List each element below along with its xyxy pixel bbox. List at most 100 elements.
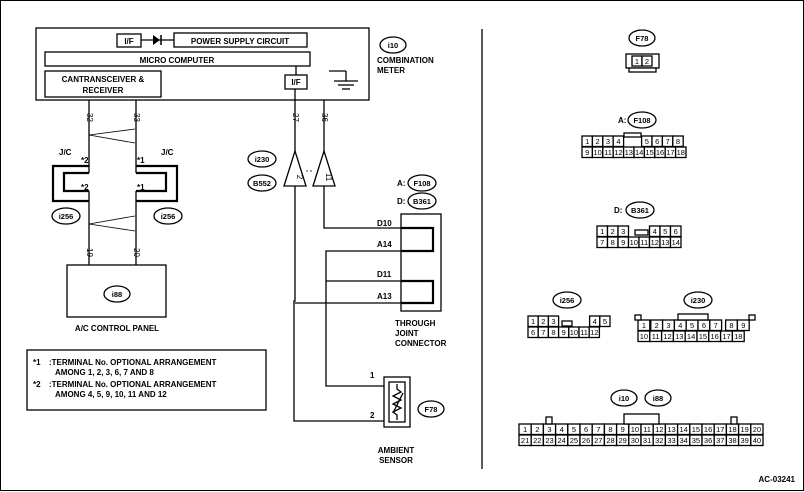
f78-ref: F78 [425, 405, 438, 414]
i10_i88-pin-9: 9 [621, 425, 625, 434]
thermistor-arrow [392, 392, 404, 414]
f108-ref: F108 [413, 179, 430, 188]
i256-pin-12-cell [588, 326, 601, 339]
f108-pin-15: 15 [645, 148, 653, 157]
i10_i88-pin-37: 37 [716, 436, 724, 445]
i10_i88-pin-39: 39 [741, 436, 749, 445]
b361-pin-5: 5 [663, 227, 667, 236]
f108-pin-18-cell [674, 146, 687, 159]
f78-ref-bubble [417, 400, 445, 418]
i256-pin-12: 12 [590, 328, 598, 337]
diagram-code: AC-03241 [759, 475, 796, 484]
b361-pin-7: 7 [600, 238, 604, 247]
thermistor-icon [391, 384, 403, 420]
i230-pin-14: 14 [687, 332, 695, 341]
f108-pin-10: 10 [593, 148, 601, 157]
i10_i88-pin-36: 36 [704, 436, 712, 445]
i256-pin-7: 7 [541, 328, 545, 337]
f78-view-pin-1: 1 [635, 57, 639, 66]
can-transceiver-label-2: RECEIVER [83, 86, 124, 95]
pin-33: 33 [132, 113, 141, 122]
combination-meter-name-2: METER [377, 66, 405, 75]
i230-view-ref-bubble [683, 291, 713, 309]
through-joint-name-2: JOINT [395, 329, 419, 338]
i256-ref-right-bubble [153, 207, 183, 225]
through-joint-name-3: CONNECTOR [395, 339, 447, 348]
i256-pin-9: 9 [562, 328, 566, 337]
i230-pin-13: 13 [675, 332, 683, 341]
i10_i88-pin-14: 14 [680, 425, 688, 434]
i230-lock [677, 313, 709, 321]
i10_i88-pin-11: 11 [643, 425, 651, 434]
ambient-sensor-name-1: AMBIENT [378, 446, 415, 455]
can-transceiver-label-1: CANTRANSCEIVER & [62, 75, 145, 84]
i230-pin-18: 18 [734, 332, 742, 341]
i230-pin-5: 5 [690, 321, 694, 330]
power-supply-box [173, 32, 308, 48]
i256-view-ref: i256 [560, 296, 575, 305]
sensor-pin-1: 1 [370, 371, 375, 380]
i10_i88-pin-16: 16 [704, 425, 712, 434]
i10_i88-pin-22: 22 [533, 436, 541, 445]
i88-view-ref-bubble [644, 389, 672, 407]
micro-computer-label: MICRO COMPUTER [140, 56, 215, 65]
i256-pin-3: 3 [551, 317, 555, 326]
i10-ref: i10 [388, 41, 398, 50]
through-joint-name-1: THROUGH [395, 319, 436, 328]
b552-ref-bubble [247, 174, 277, 192]
note1-line1: :TERMINAL No. OPTIONAL ARRANGEMENT [49, 358, 217, 367]
b361-pin-1: 1 [600, 227, 604, 236]
b361-ref: B361 [413, 197, 431, 206]
i10_i88-pin-23: 23 [545, 436, 553, 445]
i10_i88-pin-12: 12 [655, 425, 663, 434]
i10-ref-bubble [379, 36, 407, 54]
b361-pin-2: 2 [611, 227, 615, 236]
i10_i88-pin-24: 24 [558, 436, 566, 445]
i88-ref: i88 [112, 290, 122, 299]
i256-pin-11: 11 [580, 328, 588, 337]
i10-view-ref: i10 [619, 394, 629, 403]
note2-line2: AMONG 4, 5, 9, 10, 11 AND 12 [55, 390, 167, 399]
pin-36: 36 [320, 113, 329, 122]
i10_i88-pin-40: 40 [753, 436, 761, 445]
jc-left-inner [62, 171, 89, 193]
i10_i88-pin-4: 4 [560, 425, 564, 434]
i10_i88-pin-2: 2 [535, 425, 539, 434]
i10-key-left [545, 416, 553, 425]
i10_i88-pin-26: 26 [582, 436, 590, 445]
notes-frame [26, 349, 267, 411]
combination-meter: I/F POWER SUPPLY CIRCUIT MICRO COMPUTER … [35, 27, 434, 101]
i256-lock [561, 320, 573, 327]
f108-pin-2: 2 [596, 137, 600, 146]
i10_i88-pin-25: 25 [570, 436, 578, 445]
f108-pin-3: 3 [606, 137, 610, 146]
i230-pin-2: 2 [655, 321, 659, 330]
star2-a: *2 [81, 156, 89, 165]
b361-pin-13: 13 [661, 238, 669, 247]
i256-pin-8: 8 [551, 328, 555, 337]
f78-view-pin-2: 2 [645, 57, 649, 66]
through-joint-d-label: D: [397, 197, 405, 206]
f78-view-ref: F78 [636, 34, 649, 43]
i256-pin-6: 6 [531, 328, 535, 337]
f108-view-ref-bubble [627, 111, 657, 129]
f108-pin-17: 17 [666, 148, 674, 157]
sensor-pin-2: 2 [370, 411, 375, 420]
i10_i88-pin-40-cell [750, 434, 764, 447]
f108-pin-16: 16 [656, 148, 664, 157]
i230-pin-17: 17 [722, 332, 730, 341]
pin-27: 27 [291, 113, 300, 122]
i88-ref-bubble [103, 285, 131, 303]
i256-ref-left: i256 [59, 212, 74, 221]
b552-ref: B552 [253, 179, 271, 188]
i230-pin-8: 8 [729, 321, 733, 330]
joint-link-bottom [401, 279, 435, 305]
i10_i88-pin-34: 34 [680, 436, 688, 445]
i10_i88-pin-38: 38 [728, 436, 736, 445]
